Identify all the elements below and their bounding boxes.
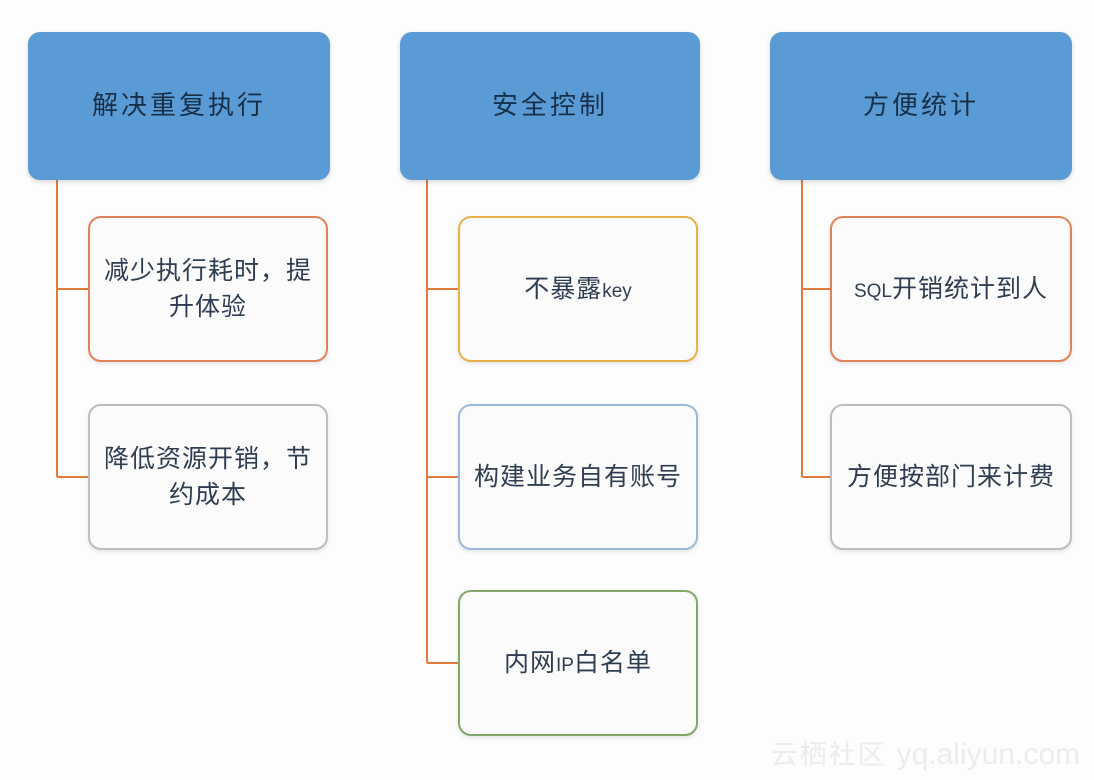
root-label-3: 方便统计 — [862, 90, 979, 121]
child-label-2-1: 不暴露key — [524, 273, 632, 303]
child-box-3-2[interactable]: 方便按部门来计费 — [830, 404, 1072, 550]
root-box-3[interactable]: 方便统计 — [770, 32, 1072, 180]
child-label-2-2: 构建业务自有账号 — [474, 461, 683, 491]
root-label-1: 解决重复执行 — [91, 90, 266, 121]
child-box-1-2[interactable]: 降低资源开销，节约成本 — [88, 404, 328, 550]
child-label-3-2: 方便按部门来计费 — [846, 461, 1055, 491]
child-box-2-2[interactable]: 构建业务自有账号 — [458, 404, 698, 550]
child-label-2-3: 内网IP白名单 — [504, 647, 652, 677]
watermark-site-name: 云栖社区 — [770, 740, 887, 771]
root-box-1[interactable]: 解决重复执行 — [28, 32, 330, 180]
root-label-2: 安全控制 — [491, 90, 608, 121]
child-box-2-1[interactable]: 不暴露key — [458, 216, 698, 362]
child-box-3-1[interactable]: SQL开销统计到人 — [830, 216, 1072, 362]
child-label-3-1: SQL开销统计到人 — [853, 273, 1049, 303]
watermark: 云栖社区 yq.aliyun.com — [771, 733, 1080, 772]
child-label-1-2: 降低资源开销，节约成本 — [104, 443, 313, 509]
watermark-url: yq.aliyun.com — [896, 738, 1080, 771]
child-box-1-1[interactable]: 减少执行耗时，提升体验 — [88, 216, 328, 362]
child-label-1-1: 减少执行耗时，提升体验 — [104, 255, 313, 321]
root-box-2[interactable]: 安全控制 — [400, 32, 700, 180]
child-box-2-3[interactable]: 内网IP白名单 — [458, 590, 698, 736]
